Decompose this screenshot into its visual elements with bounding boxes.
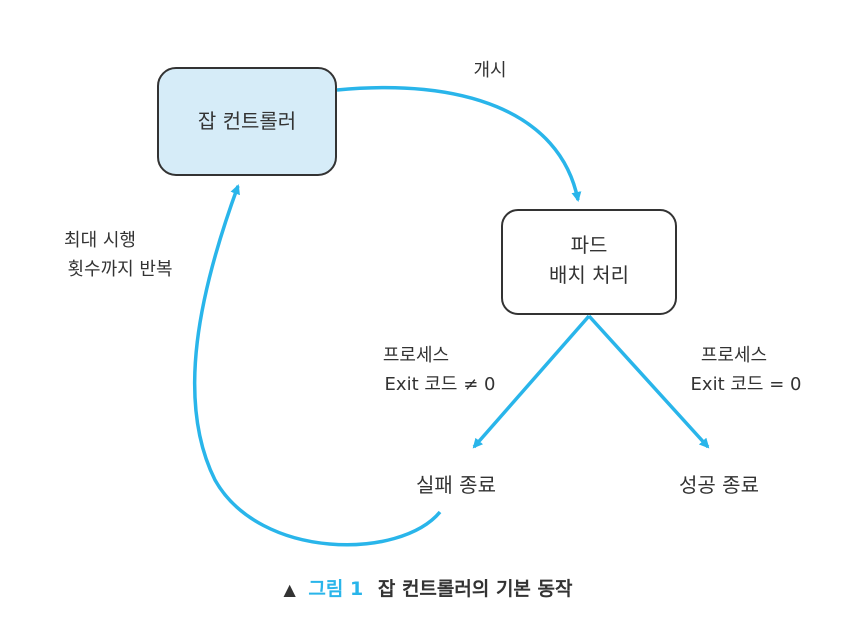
- pod-batch-label-line2: 배치 처리: [549, 263, 629, 287]
- success-edge-label-line2: Exit 코드 = 0: [691, 374, 802, 395]
- fail-end-label: 실패 종료: [416, 473, 496, 497]
- job-controller-node: 잡 컨트롤러: [157, 67, 337, 176]
- caption-figure-label: 그림 1: [308, 578, 363, 600]
- start-arrow: [336, 85, 582, 202]
- job-controller-box: [157, 67, 337, 176]
- retry-edge-label-line2: 횟수까지 반복: [67, 259, 172, 280]
- caption-title: 잡 컨트롤러의 기본 동작: [378, 578, 573, 600]
- pod-batch-box: [501, 209, 677, 315]
- success-edge-label-line1: 프로세스: [701, 345, 767, 366]
- fail-edge-label-line1: 프로세스: [383, 345, 449, 366]
- start-edge-label: 개시: [473, 60, 506, 81]
- retry-edge-label-line1: 최대 시행: [64, 230, 136, 251]
- success-end-label: 성공 종료: [679, 473, 759, 497]
- pod-batch-node: 파드 배치 처리: [501, 209, 677, 315]
- success-arrow: [587, 314, 710, 449]
- pod-batch-label-line1: 파드: [571, 233, 608, 257]
- caption-marker-icon: ▲: [283, 580, 296, 599]
- figure-caption: ▲ 그림 1 잡 컨트롤러의 기본 동작: [283, 578, 573, 600]
- retry-loop-arrow: [192, 184, 442, 547]
- job-controller-label: 잡 컨트롤러: [198, 109, 296, 133]
- fail-edge-label-line2: Exit 코드 ≠ 0: [385, 374, 496, 395]
- fail-arrow: [472, 314, 591, 449]
